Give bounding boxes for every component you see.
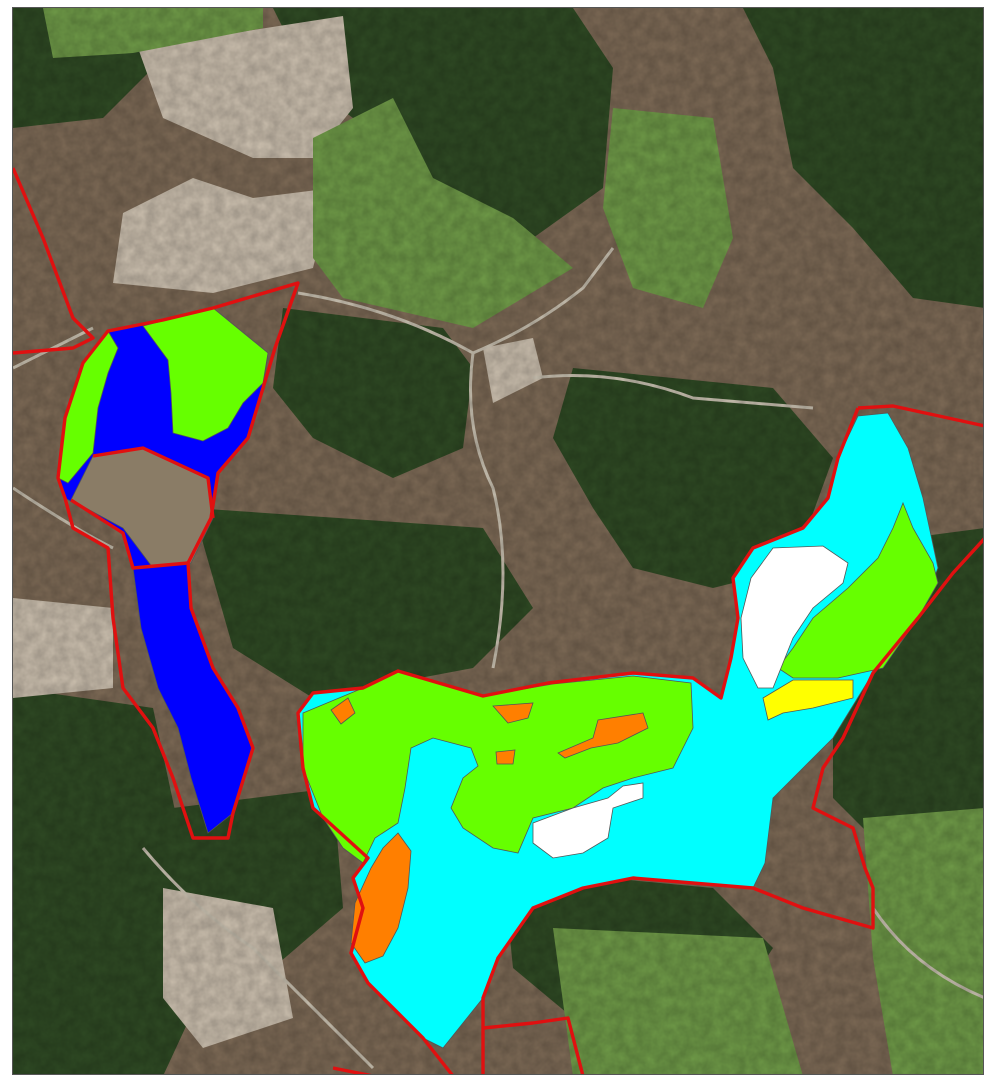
habitat-polygon-yellow bbox=[762, 679, 854, 721]
boundary-south-parcel-2 bbox=[332, 1066, 372, 1074]
habitat-polygon-orange-4 bbox=[495, 749, 516, 765]
boundary-east-unit bbox=[857, 404, 983, 428]
map-frame bbox=[12, 7, 984, 1075]
habitat-polygons bbox=[57, 307, 939, 1049]
boundary-east-main bbox=[296, 407, 860, 1074]
boundary-south-parcel bbox=[482, 1016, 585, 1074]
boundary-west-split bbox=[92, 446, 215, 519]
habitat-polygon-green-east bbox=[777, 501, 939, 679]
habitat-polygon-white-east bbox=[740, 545, 849, 689]
habitat-polygon-green-nw-right bbox=[142, 307, 269, 442]
habitat-polygon-white-central bbox=[532, 782, 644, 859]
boundary-west-edge bbox=[13, 167, 95, 355]
habitat-polygon-orange-3 bbox=[557, 712, 649, 759]
site-boundaries bbox=[13, 167, 983, 1074]
boundary-east-south bbox=[481, 537, 983, 1074]
habitat-polygon-orange-1 bbox=[330, 697, 356, 725]
boundary-west-inner bbox=[70, 498, 189, 570]
habitat-polygon-orange-5 bbox=[350, 832, 412, 964]
aerial-map bbox=[13, 8, 983, 1074]
boundary-west-unit bbox=[56, 281, 300, 840]
habitat-polygon-green-central bbox=[302, 670, 694, 864]
habitat-polygon-orange-2 bbox=[492, 702, 534, 724]
